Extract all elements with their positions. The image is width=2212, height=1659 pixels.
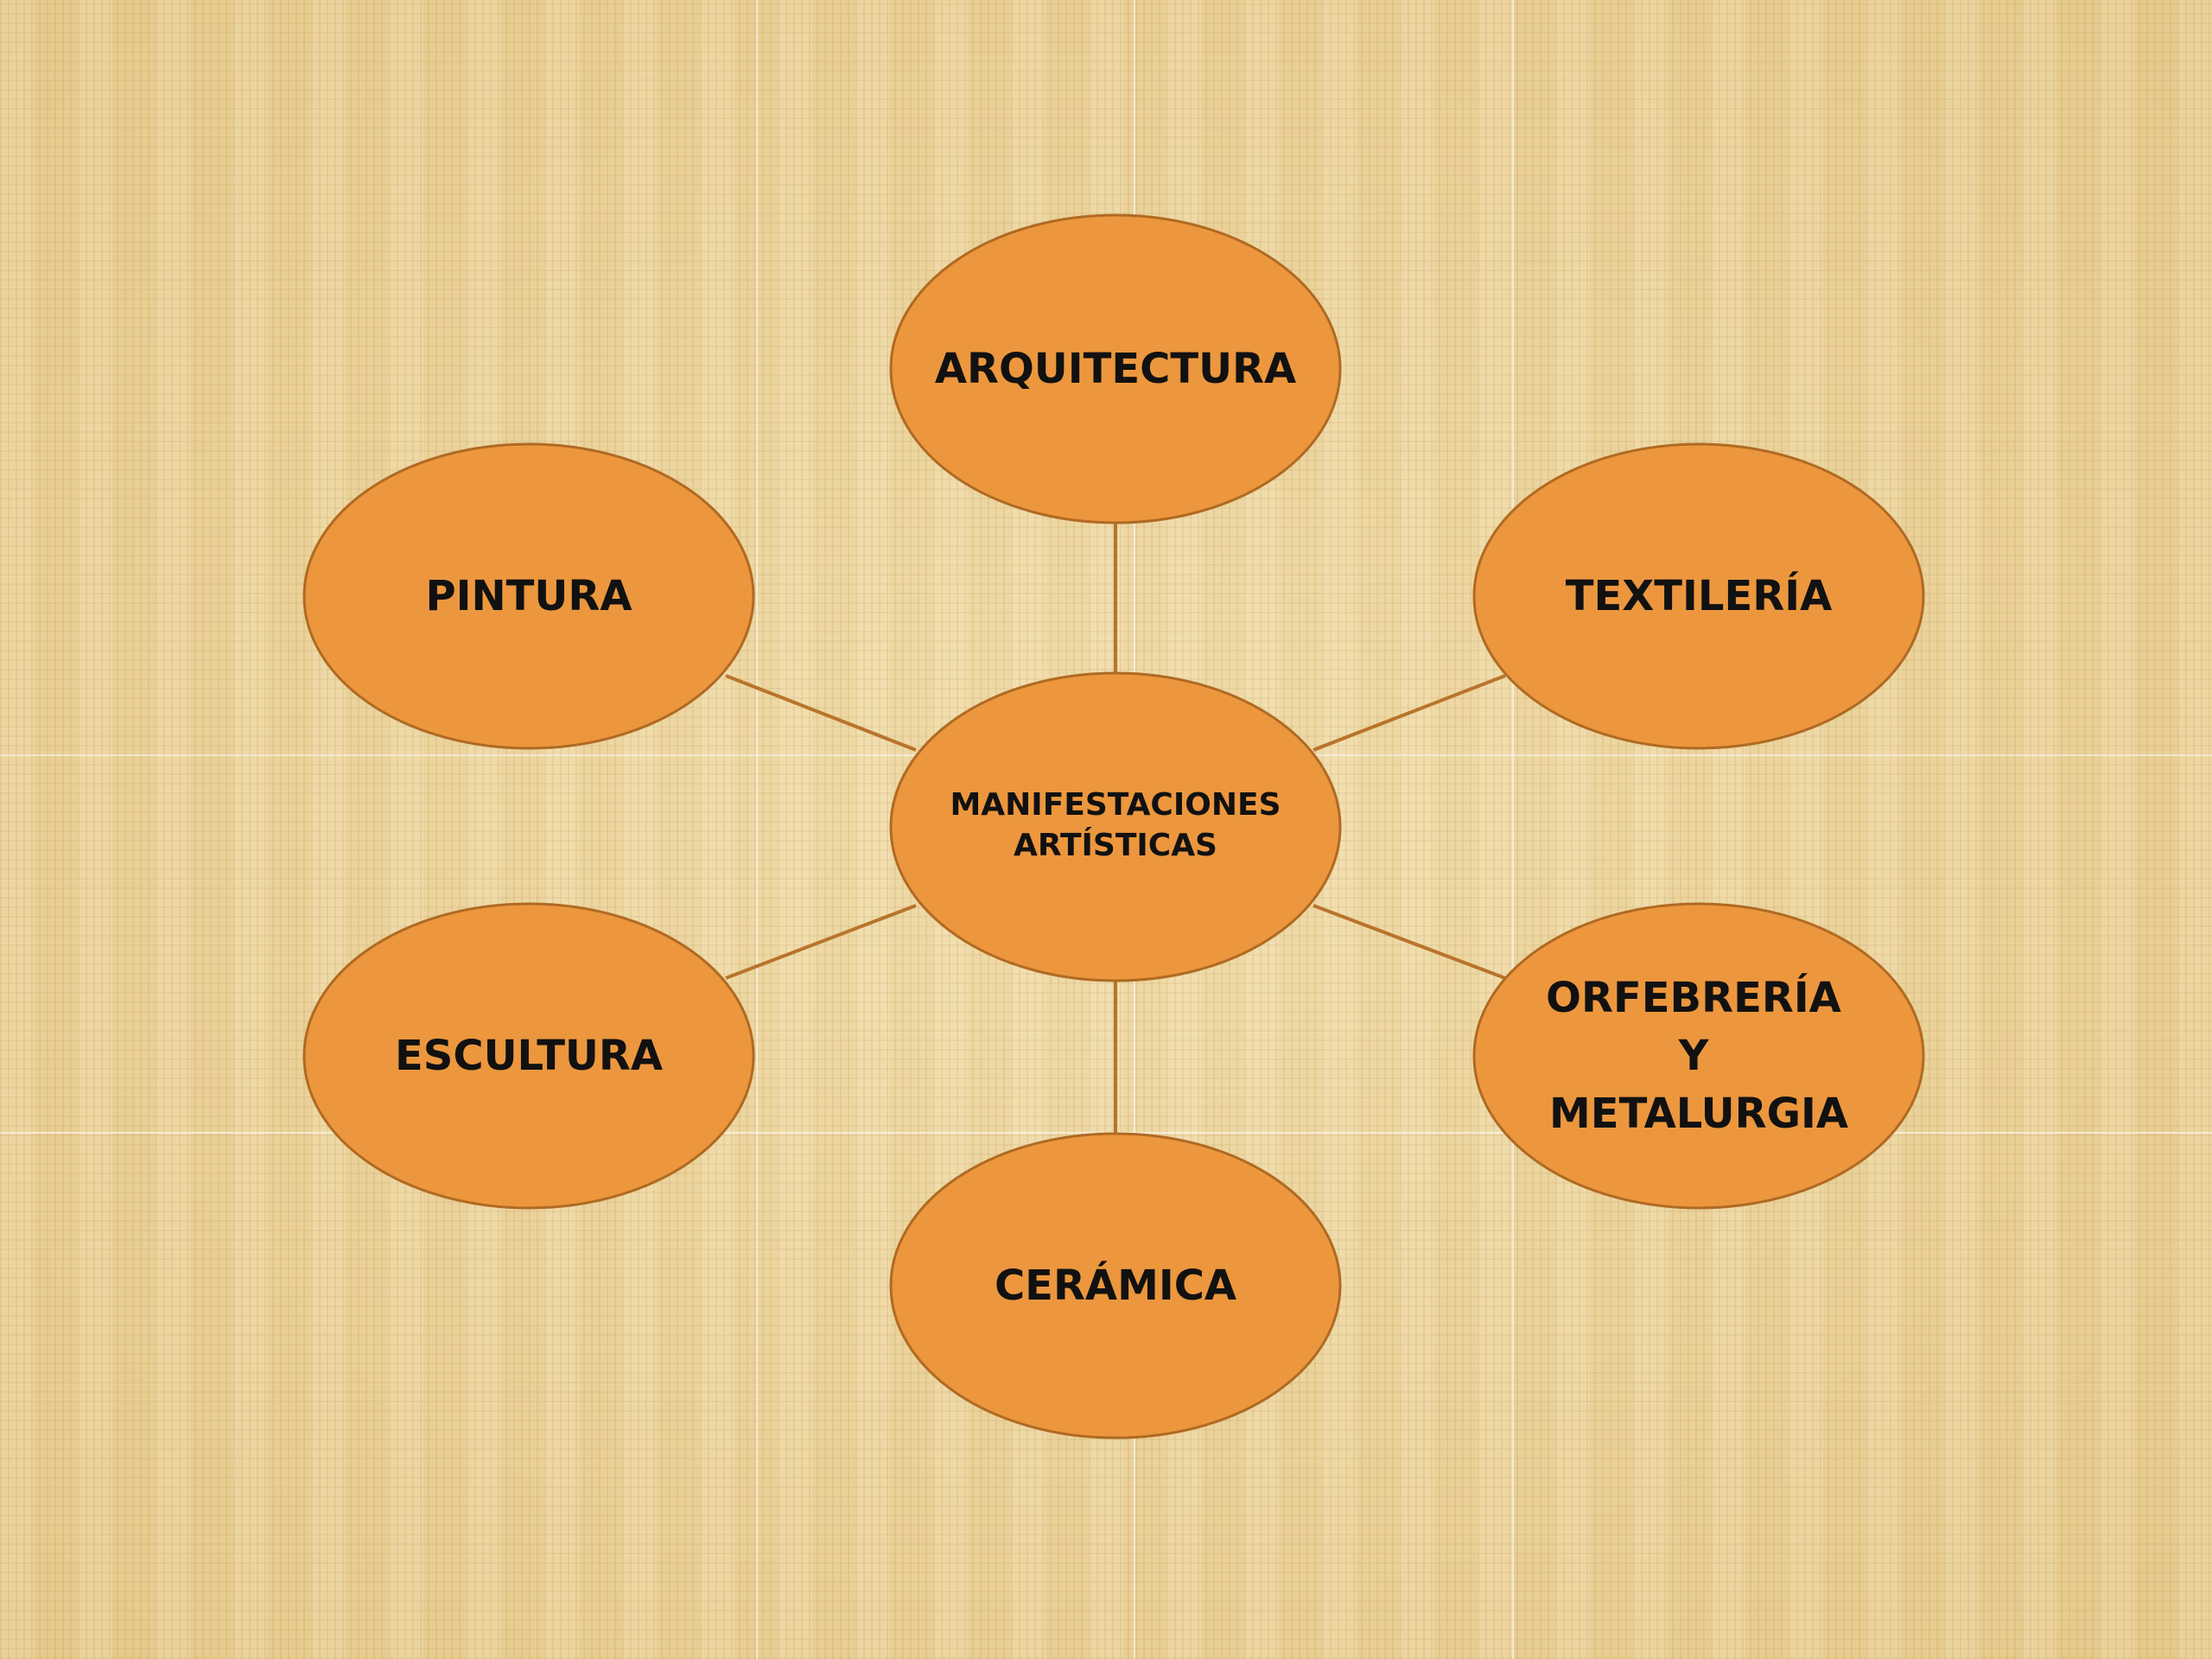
node-orfebreria-ellipse xyxy=(1472,902,1925,1210)
node-textileria: TEXTILERÍA xyxy=(1472,442,1925,750)
node-pintura: PINTURA xyxy=(302,442,755,750)
node-orfebreria-label-line1: ORFEBRERÍA xyxy=(1546,973,1841,1022)
node-arquitectura-label: ARQUITECTURA xyxy=(935,345,1296,393)
node-ceramica: CERÁMICA xyxy=(889,1132,1342,1440)
node-textileria-label: TEXTILERÍA xyxy=(1566,571,1832,620)
node-ceramica-label: CERÁMICA xyxy=(995,1261,1236,1310)
node-escultura-label: ESCULTURA xyxy=(395,1032,663,1080)
node-pintura-ellipse xyxy=(302,442,755,750)
node-escultura-ellipse xyxy=(302,902,755,1210)
connector-escultura xyxy=(725,904,917,980)
node-pintura-label: PINTURA xyxy=(425,572,632,620)
connectors xyxy=(725,523,1506,1134)
node-arquitectura: ARQUITECTURA xyxy=(889,213,1342,524)
tile-seam xyxy=(756,0,758,1659)
connector-textileria xyxy=(1313,674,1506,752)
node-ceramica-ellipse xyxy=(889,1132,1342,1440)
node-escultura: ESCULTURA xyxy=(302,902,755,1210)
connector-orfebreria xyxy=(1313,904,1506,980)
node-orfebreria-label-line2: Y xyxy=(1678,1032,1710,1080)
connector-pintura xyxy=(725,674,917,752)
tile-seam xyxy=(1512,0,1514,1659)
center-label-line1: MANIFESTACIONES xyxy=(950,787,1281,823)
node-orfebreria-label-line3: METALURGIA xyxy=(1549,1090,1848,1138)
node-textileria-ellipse xyxy=(1472,442,1925,750)
node-center: MANIFESTACIONES ARTÍSTICAS xyxy=(889,671,1342,982)
node-center-ellipse xyxy=(889,671,1342,982)
node-orfebreria: ORFEBRERÍA Y METALURGIA xyxy=(1472,902,1925,1210)
node-arquitectura-ellipse xyxy=(889,213,1342,524)
center-label-line2: ARTÍSTICAS xyxy=(1014,827,1217,863)
